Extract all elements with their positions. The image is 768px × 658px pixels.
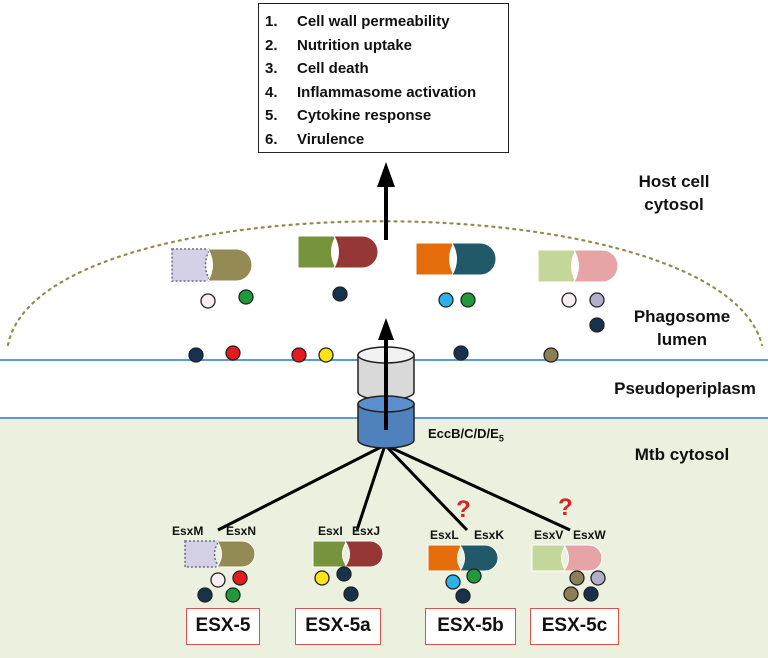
host-cell-cytosol-label: Host cell cytosol [604,170,744,216]
protein-label-right: EsxN [226,524,257,538]
esx-system-box: ESX-5c [530,608,619,645]
function-text: Virulence [297,130,365,148]
function-number: 5. [265,107,278,124]
secreted-esxn-protein [207,248,253,282]
secreted-esxk-protein [451,242,497,276]
substrate-dot [590,570,606,586]
mtb-cytosol-region [0,418,768,658]
substrate-dot [314,570,330,586]
substrate-dot [188,347,204,363]
substrate-dot [210,572,226,588]
substrate-dot [197,587,213,603]
function-item: 5. Cytokine response [265,104,508,128]
substrate-dot [583,586,599,602]
substrate-dot [466,568,482,584]
esxv-protein [531,544,567,572]
protein-label-right: EsxW [573,528,606,542]
esxn-protein [216,540,256,568]
substrate-dot [543,347,559,363]
substrate-dot [225,345,241,361]
substrate-dot [460,292,476,308]
function-number: 1. [265,13,278,30]
esxj-protein [344,540,384,568]
function-item: 6. Virulence [265,128,508,152]
function-number: 6. [265,130,278,148]
function-number: 4. [265,83,278,101]
secreted-esxj-protein [333,235,379,269]
substrate-dot [291,347,307,363]
uncertain-question-mark: ? [456,496,471,523]
phago-label-line1: Phagosome [633,307,731,326]
secreted-esxi-protein [297,235,337,269]
substrate-dot [318,347,334,363]
substrate-dot [336,566,352,582]
substrate-dot [232,570,248,586]
substrate-dot [455,588,471,604]
substrate-dot [438,292,454,308]
secretion-arrow [378,318,394,430]
transport-lines [217,443,571,532]
esxi-protein [312,540,348,568]
substrate-dot [332,286,348,302]
host-label-line2: cytosol [644,195,704,214]
substrate-dot [200,293,216,309]
function-item: 4. Inflammasome activation [265,81,508,105]
ecc-label: EccB/C/D/E5 [428,426,504,444]
secreted-esxm-protein [171,248,212,282]
substrate-dot [453,345,469,361]
function-list-box: 1. Cell wall permeability 2. Nutrition upta… [258,3,509,153]
protein-label-left: EsxL [430,528,459,542]
protein-label-right: EsxK [474,528,505,542]
substrate-dot [343,586,359,602]
esxk-protein [459,544,499,572]
protein-label-left: EsxV [534,528,564,542]
pseudoperiplasm-label: Pseudoperiplasm [614,379,756,398]
ecc-label-text: EccB/C/D/E [428,426,499,441]
substrate-dot [589,317,605,333]
esxw-protein [563,544,603,572]
substrate-dot [563,586,579,602]
secreted-esxw-protein [573,249,619,283]
esxl-protein [427,544,463,572]
secreted-esxv-protein [537,249,577,283]
phago-label-line2: lumen [656,330,708,349]
function-number: 3. [265,60,278,77]
esxm-protein [184,540,221,568]
substrate-dot [445,574,461,590]
uncertain-question-mark: ? [558,494,573,521]
function-text: Inflammasome activation [297,83,477,101]
ecc-label-subscript: 5 [498,433,504,444]
protein-label-left: EsxM [172,524,204,538]
phagosome-membrane-arc [6,220,764,347]
protein-label-right: EsxJ [352,524,381,538]
function-number: 2. [265,36,278,54]
secreted-esxl-protein [415,242,455,276]
function-item: 3. Cell death [265,57,508,81]
substrate-dot [589,292,605,308]
function-text: Cell death [297,60,369,77]
esx-system-box: ESX-5 [186,608,260,645]
protein-label-left: EsxI [318,524,343,538]
function-item: 1. Cell wall permeability [265,10,508,34]
function-text: Cell wall permeability [297,13,450,30]
substrate-dot [225,587,241,603]
esx-system-box: ESX-5a [295,608,381,645]
mtb-cytosol-label: Mtb cytosol [634,445,730,464]
function-text: Cytokine response [297,107,432,124]
function-text: Nutrition uptake [297,36,412,54]
substrate-dot [238,289,254,305]
substrate-dot [561,292,577,308]
function-arrow [377,162,395,240]
esx-system-box: ESX-5b [425,608,516,645]
function-item: 2. Nutrition uptake [265,34,508,58]
substrate-dot [569,570,585,586]
phagosome-lumen-label: Phagosome lumen [612,305,752,351]
host-label-line1: Host cell [638,172,710,191]
